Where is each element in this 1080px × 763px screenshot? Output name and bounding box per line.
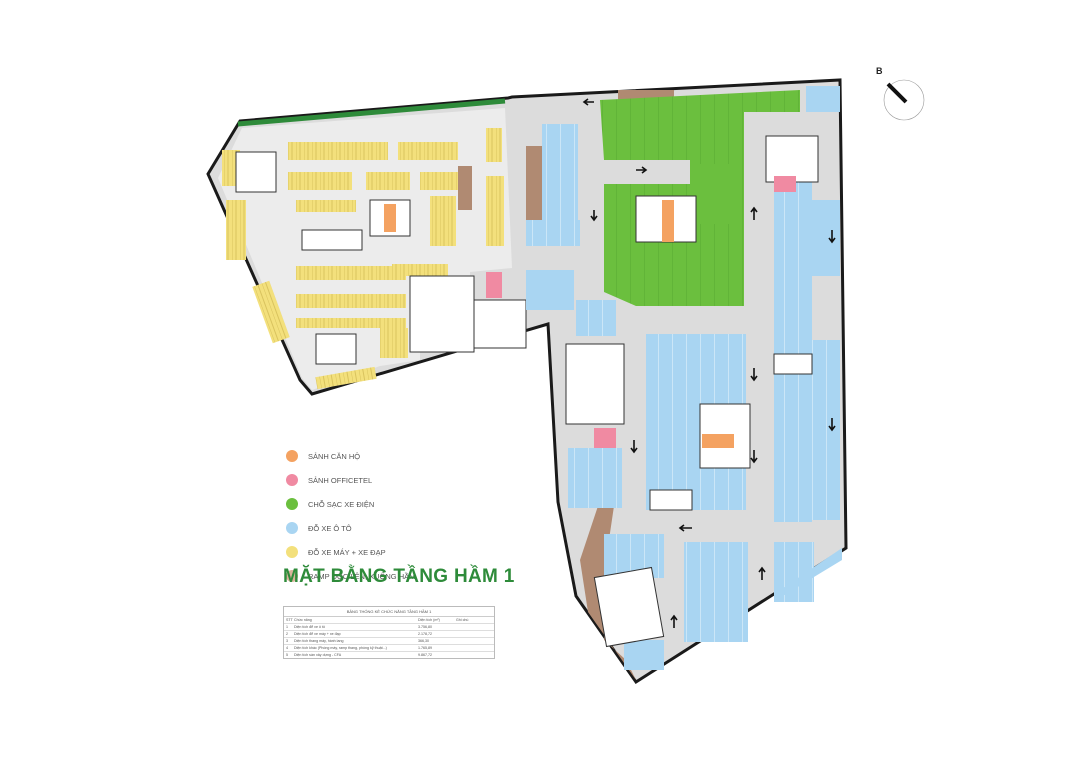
table-cell: 366,30 xyxy=(418,639,429,643)
ramp-south xyxy=(580,506,636,680)
legend-label: ĐỖ XE Ô TÔ xyxy=(308,523,352,533)
table-header-row: STT Chức năng Diện tích (m²) Ghi chú xyxy=(284,617,494,624)
stats-table-caption: BẢNG THỐNG KÊ CHỨC NĂNG TẦNG HẦM 1 xyxy=(284,607,494,617)
core-northeast xyxy=(765,135,819,192)
table-header-cell: STT xyxy=(286,618,293,622)
core-south xyxy=(565,343,625,448)
legend-swatch xyxy=(286,450,298,462)
table-cell: 3 xyxy=(286,639,288,643)
motorbike-zone-west xyxy=(218,108,512,390)
table-cell: Diện tích để xe máy + xe đạp xyxy=(294,632,341,636)
legend-item-officetel-lobby: SẢNH OFFICETEL xyxy=(286,468,415,492)
table-row: 2 Diện tích để xe máy + xe đạp 2.178,72 xyxy=(284,631,494,638)
legend-swatch xyxy=(286,522,298,534)
legend-item-apartment-lobby: SẢNH CĂN HỘ xyxy=(286,444,415,468)
table-cell: 2.178,72 xyxy=(418,632,432,636)
table-cell: 2 xyxy=(286,632,288,636)
core-south-center xyxy=(649,489,693,511)
car-parking-zones xyxy=(526,86,842,670)
legend-label: CHỖ SẠC XE ĐIỆN xyxy=(308,499,375,509)
legend-label: SẢNH OFFICETEL xyxy=(308,475,373,485)
legend-item-car-parking: ĐỖ XE Ô TÔ xyxy=(286,516,415,540)
table-row: 5 Diện tích sàn xây dựng - CFA 9.867,72 xyxy=(284,652,494,658)
legend-swatch xyxy=(286,546,298,558)
compass xyxy=(883,79,925,121)
table-row: 4 Diện tích khác (Phòng máy, ramp thang,… xyxy=(284,645,494,652)
compass-north-label: B xyxy=(876,66,883,76)
ramp-north-west xyxy=(458,166,472,210)
table-row: 3 Diện tích thang máy, hành lang 366,30 xyxy=(284,638,494,645)
legend-swatch xyxy=(286,570,298,582)
table-cell: 1 xyxy=(286,625,288,629)
legend: SẢNH CĂN HỘ SẢNH OFFICETEL CHỖ SẠC XE ĐI… xyxy=(286,444,415,588)
traffic-arrows xyxy=(582,98,836,628)
table-cell: Diện tích để xe ô tô xyxy=(294,625,325,629)
table-cell: Diện tích thang máy, hành lang xyxy=(294,639,344,643)
lobby-officetel-west xyxy=(486,272,502,298)
legend-item-motorbike-parking: ĐỖ XE MÁY + XE ĐẠP xyxy=(286,540,415,564)
legend-item-ramp: RAMP DỐC LÊN, XUỐNG HẦM xyxy=(286,564,415,588)
ramp-north xyxy=(526,146,542,220)
legend-swatch xyxy=(286,498,298,510)
page-title: MẶT BẰNG TẦNG HẦM 1 xyxy=(283,566,515,587)
core-center xyxy=(635,195,697,243)
table-header-cell: Diện tích (m²) xyxy=(418,618,440,622)
core-southwest xyxy=(593,566,665,648)
green-strip xyxy=(237,98,506,127)
table-cell: 4 xyxy=(286,646,288,650)
table-header-cell: Chức năng xyxy=(294,618,312,622)
legend-label: ĐỖ XE MÁY + XE ĐẠP xyxy=(308,547,386,557)
legend-item-ev-charging: CHỖ SẠC XE ĐIỆN xyxy=(286,492,415,516)
core-east xyxy=(699,403,751,469)
table-cell: Diện tích khác (Phòng máy, ramp thang, p… xyxy=(294,646,387,650)
core-west xyxy=(235,151,527,365)
legend-label: RAMP DỐC LÊN, XUỐNG HẦM xyxy=(308,571,416,581)
table-cell: 9.867,72 xyxy=(418,653,432,657)
ev-core-block xyxy=(692,164,742,224)
table-cell: 3.756,80 xyxy=(418,625,432,629)
legend-swatch xyxy=(286,474,298,486)
north-arrow-icon xyxy=(886,82,908,104)
stats-table: BẢNG THỐNG KÊ CHỨC NĂNG TẦNG HẦM 1 STT C… xyxy=(283,606,495,659)
table-cell: Diện tích sàn xây dựng - CFA xyxy=(294,653,342,657)
core-mid-east xyxy=(773,353,813,375)
table-header-cell: Ghi chú xyxy=(456,618,469,622)
table-cell: 1.765,89 xyxy=(418,646,432,650)
lobby-apartment-west xyxy=(369,199,411,237)
table-cell: 5 xyxy=(286,653,288,657)
table-row: 1 Diện tích để xe ô tô 3.756,80 xyxy=(284,624,494,631)
legend-label: SẢNH CĂN HỘ xyxy=(308,451,361,461)
